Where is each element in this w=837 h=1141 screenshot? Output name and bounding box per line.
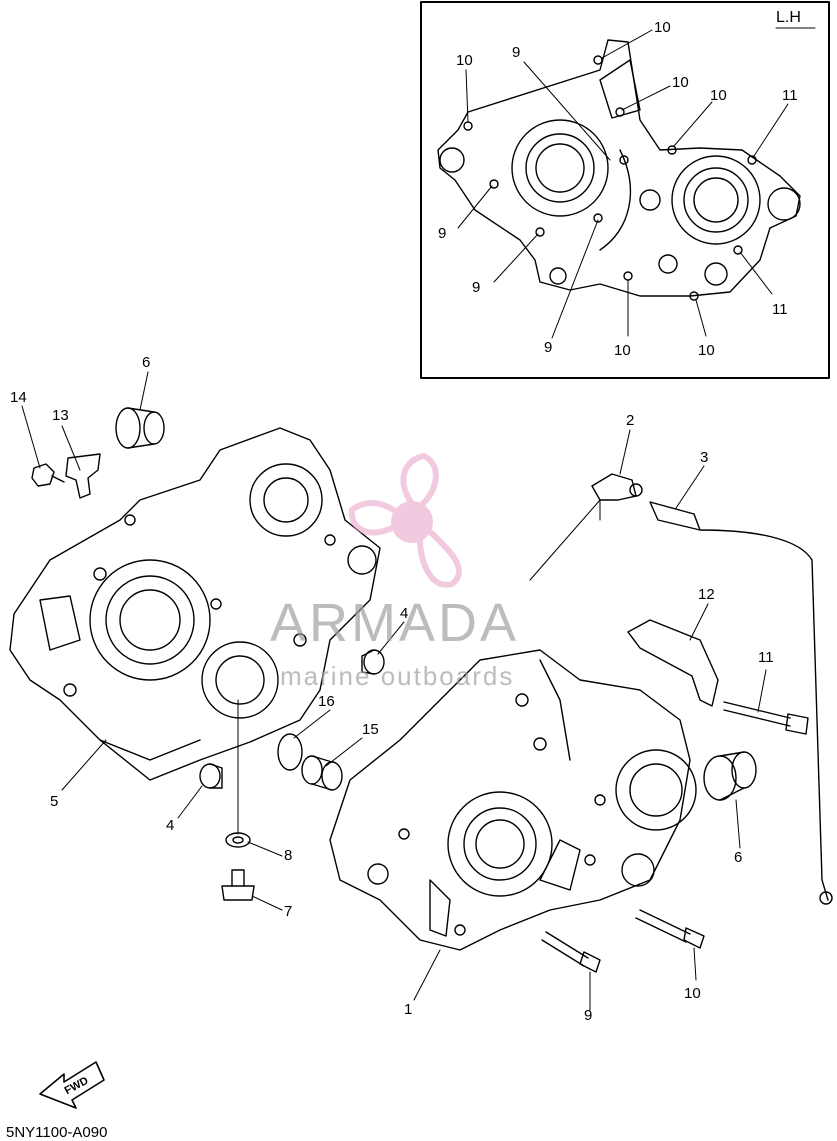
main-callout: 3: [700, 449, 709, 466]
inset-side-tag: L.H: [776, 9, 801, 26]
inset-crankcase: [437, 39, 801, 301]
main-callout: 7: [284, 903, 293, 920]
inset-callout: 10: [654, 19, 671, 36]
main-callout: 2: [626, 412, 635, 429]
part-16-o-ring: [277, 733, 303, 771]
inset-frame: [420, 1, 830, 379]
part-14-bolt: [31, 463, 65, 487]
main-callout: 14: [10, 389, 27, 406]
main-callout: 9: [584, 1007, 593, 1024]
inset-callout: 9: [438, 225, 447, 242]
main-callout: 16: [318, 693, 335, 710]
watermark-logo: [348, 452, 462, 588]
inset-callout: 10: [614, 342, 631, 359]
inset-callout: 9: [472, 279, 481, 296]
main-callout: 6: [734, 849, 743, 866]
part-7-plug: [221, 869, 255, 901]
inset-callout: 9: [544, 339, 553, 356]
inset-callout: 11: [782, 87, 798, 104]
main-callout: 12: [698, 586, 715, 603]
part-15-sleeve: [301, 755, 343, 791]
main-leaders: [21, 371, 767, 1011]
inset-callout: 10: [456, 52, 473, 69]
inset-callout: 10: [710, 87, 727, 104]
part-3-hose: [649, 501, 833, 905]
part-2-fitting: [591, 473, 643, 501]
inset-leaders: [457, 29, 789, 339]
right-crankcase: [329, 649, 697, 951]
main-callout: 13: [52, 407, 69, 424]
watermark-name: ARMADA: [270, 593, 520, 653]
inset-callout: 9: [512, 44, 521, 61]
fwd-arrow: [39, 1061, 105, 1109]
inset-callout: 11: [772, 301, 788, 318]
part-11-bolt: [723, 701, 809, 735]
main-callout: 1: [404, 1001, 413, 1018]
main-callout: 4: [400, 605, 409, 622]
part-13-bracket: [65, 453, 101, 499]
part-10-bolt: [635, 909, 705, 949]
main-callout: 10: [684, 985, 701, 1002]
main-callout: 5: [50, 793, 59, 810]
inset-callout: 10: [672, 74, 689, 91]
main-callout: 4: [166, 817, 175, 834]
main-callout: 6: [142, 354, 151, 371]
main-callout: 8: [284, 847, 293, 864]
main-callout: 15: [362, 721, 379, 738]
part-6-left-seal: [115, 407, 165, 449]
part-8-washer: [225, 832, 251, 848]
part-4-upper-dowel: [361, 649, 385, 675]
watermark-tagline: marine outboards: [280, 661, 515, 691]
part-6-right-seal: [703, 751, 757, 801]
part-12-cover: [627, 619, 719, 707]
part-4-lower-dowel: [199, 763, 223, 789]
main-callout: 11: [758, 649, 774, 666]
left-crankcase: [9, 427, 381, 781]
part-9-bolt: [541, 931, 601, 973]
inset-callout: 10: [698, 342, 715, 359]
document-code: 5NY1100-A090: [6, 1124, 108, 1141]
